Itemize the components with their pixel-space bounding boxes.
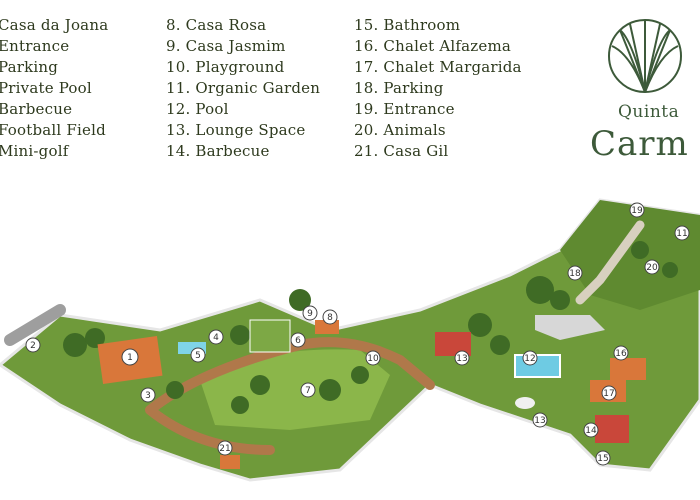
marker-label: 17 [603, 389, 614, 399]
marker-label: 1 [127, 353, 133, 363]
building-barbecue [595, 415, 629, 443]
marker-label: 13 [456, 354, 467, 364]
marker-10: 10 [365, 350, 381, 366]
marker-label: 7 [305, 386, 311, 396]
legend-item: 17. Chalet Margarida [354, 58, 522, 76]
marker-18: 18 [567, 265, 583, 281]
building-casa-gil [220, 455, 240, 469]
marker-20: 20 [644, 259, 660, 275]
property-map: 1 2 3 4 5 6 7 8 9 10 11 12 13 13 14 15 1… [0, 198, 700, 482]
marker-2: 2 [25, 337, 41, 353]
marker-15: 15 [595, 450, 611, 466]
building-chalet-alfazema [610, 358, 646, 380]
legend-column-3: 15. Bathroom 16. Chalet Alfazema 17. Cha… [354, 15, 522, 162]
brand-name-line2: Carm [590, 124, 689, 164]
marker-12: 12 [522, 350, 538, 366]
marker-label: 13 [534, 416, 545, 426]
marker-4: 4 [208, 329, 224, 345]
marker-14: 14 [583, 422, 599, 438]
marker-label: 14 [585, 426, 597, 436]
marker-label: 4 [213, 333, 219, 343]
tree-clusters [63, 241, 678, 414]
marker-label: 8 [327, 313, 333, 323]
marker-9: 9 [302, 305, 318, 321]
marker-label: 16 [615, 349, 627, 359]
marker-label: 9 [307, 309, 313, 319]
marker-label: 2 [30, 341, 36, 351]
marker-19: 19 [629, 202, 645, 218]
marker-label: 15 [597, 454, 608, 464]
legend-item: 21. Casa Gil [354, 142, 449, 160]
legend-item: Casa da Joana [0, 16, 109, 34]
marker-8: 8 [322, 309, 338, 325]
legend-item: Entrance [0, 37, 70, 55]
legend-item: Football Field [0, 121, 106, 139]
marker-7: 7 [300, 382, 316, 398]
driveway [575, 220, 645, 305]
legend-item: 13. Lounge Space [166, 121, 306, 139]
legend-item: Parking [0, 58, 59, 76]
football-field [249, 319, 291, 353]
marker-label: 19 [631, 206, 643, 216]
marker-label: 12 [524, 354, 535, 364]
legend-item: 15. Bathroom [354, 16, 461, 34]
legend-item: 8. Casa Rosa [166, 16, 267, 34]
marker-13-lounge: 13 [532, 412, 548, 428]
marker-label: 11 [676, 229, 687, 239]
legend-item: 19. Entrance [354, 100, 455, 118]
marker-label: 5 [195, 351, 201, 361]
legend-item: 9. Casa Jasmim [166, 37, 286, 55]
marker-label: 3 [145, 391, 151, 401]
marker-label: 6 [295, 336, 301, 346]
marker-17: 17 [601, 385, 617, 401]
marker-label: 20 [646, 263, 658, 273]
legend-column-1: Casa da Joana Entrance Parking Private P… [0, 15, 108, 162]
marker-16: 16 [613, 345, 629, 361]
legend-item: Mini-golf [0, 142, 69, 160]
main-pool [514, 354, 561, 378]
marker-label: 18 [569, 269, 581, 279]
legend-item: Barbecue [0, 100, 73, 118]
legend-item: 14. Barbecue [166, 142, 270, 160]
shell-logo-icon [608, 19, 682, 93]
brand-logo: Quinta Carm [590, 10, 700, 164]
marker-3: 3 [140, 387, 156, 403]
brand-name-line1: Quinta [618, 102, 680, 122]
marker-21: 21 [217, 440, 233, 456]
marker-label: 21 [219, 444, 230, 454]
legend-item: 18. Parking [354, 79, 444, 97]
marker-1: 1 [121, 348, 139, 366]
legend-item: 12. Pool [166, 100, 229, 118]
legend-column-2: 8. Casa Rosa 9. Casa Jasmim 10. Playgrou… [166, 15, 320, 162]
marker-6: 6 [290, 332, 306, 348]
marker-13: 13 [454, 350, 470, 366]
legend-item: Private Pool [0, 79, 92, 97]
legend-item: 10. Playground [166, 58, 285, 76]
lounge-tent [515, 397, 535, 409]
legend-item: 11. Organic Garden [166, 79, 321, 97]
marker-label: 10 [367, 354, 379, 364]
parking-area [535, 315, 605, 340]
marker-5: 5 [190, 347, 206, 363]
entrance-road [4, 304, 66, 346]
marker-11: 11 [674, 225, 690, 241]
legend-item: 16. Chalet Alfazema [354, 37, 512, 55]
legend-item: 20. Animals [354, 121, 446, 139]
